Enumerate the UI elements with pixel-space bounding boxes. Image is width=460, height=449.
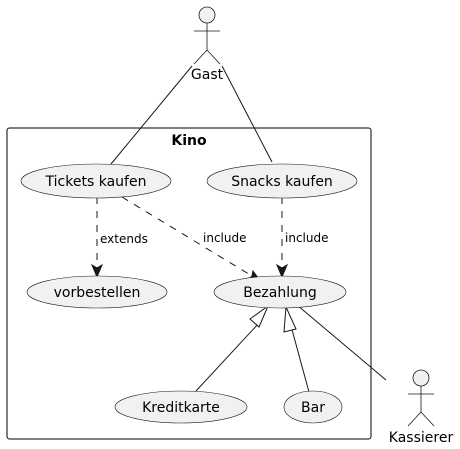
use-case-ellipse	[206, 163, 358, 199]
generalization-bar-bezahlung	[283, 305, 310, 393]
actor-label: Gast	[191, 67, 224, 83]
relation-label-extends: extends	[100, 232, 148, 246]
actor-kassierer: Kassierer	[389, 369, 454, 446]
association-bezahlung-kassierer	[296, 304, 387, 381]
use-case-ellipse	[20, 163, 172, 199]
use-case-label: vorbestellen	[54, 285, 141, 301]
dependency-snacks-bezahlung: include	[275, 197, 328, 279]
actor-label: Kassierer	[389, 430, 454, 446]
actor-stick-figure-icon	[407, 369, 435, 427]
generalization-kreditkarte-bezahlung	[195, 304, 270, 392]
use-case-ellipse	[283, 390, 343, 424]
dependency-tickets-vorbestellen: extends	[90, 197, 148, 279]
use-case-tickets-kaufen: Tickets kaufen	[20, 163, 172, 199]
association-gast-tickets	[110, 65, 193, 165]
use-case-kreditkarte: Kreditkarte	[114, 390, 248, 424]
use-case-ellipse	[114, 390, 248, 424]
use-case-bar: Bar	[283, 390, 343, 424]
use-case-vorbestellen: vorbestellen	[26, 275, 168, 309]
use-case-bezahlung: Bezahlung	[213, 275, 347, 309]
dependency-arrowhead	[90, 263, 104, 279]
generalization-arrowhead	[283, 305, 297, 333]
use-case-ellipse	[213, 275, 347, 309]
actor-stick-figure-icon	[193, 6, 221, 65]
generalization-arrowhead	[249, 304, 270, 328]
system-boundary-kino: Kino	[6, 127, 372, 440]
use-case-label: Kreditkarte	[142, 400, 220, 416]
use-case-label: Bezahlung	[243, 285, 317, 301]
actor-gast: Gast	[191, 6, 224, 83]
relation-label-include-tickets: include	[203, 231, 246, 245]
boundary-frame	[6, 127, 372, 440]
association-gast-snacks	[221, 65, 273, 163]
use-case-ellipse	[26, 275, 168, 309]
use-case-snacks-kaufen: Snacks kaufen	[206, 163, 358, 199]
use-case-label: Bar	[301, 400, 325, 416]
relation-label-include-snacks: include	[285, 231, 328, 245]
boundary-title: Kino	[171, 133, 207, 149]
dependency-arrowhead	[275, 263, 289, 279]
use-case-label: Tickets kaufen	[45, 174, 147, 190]
use-case-label: Snacks kaufen	[231, 174, 333, 190]
